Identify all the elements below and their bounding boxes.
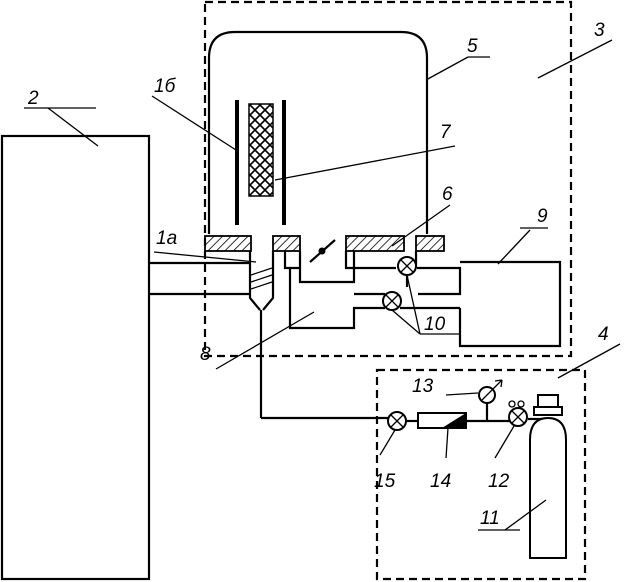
label-5: 5 (467, 36, 478, 57)
vessel-9 (458, 260, 562, 348)
leader-3 (537, 39, 613, 79)
leader-1a (153, 251, 257, 263)
valve-10-upper (397, 256, 417, 276)
port-8 (283, 251, 302, 270)
flange-6 (345, 235, 405, 252)
leader-8 (215, 311, 315, 370)
label-9: 9 (537, 206, 548, 227)
cylinder-valve (537, 394, 559, 408)
flange-right (415, 235, 445, 252)
label-1a: 1а (156, 228, 177, 249)
flange-mid (272, 235, 301, 252)
leader-11 (504, 499, 547, 531)
chamber-8-upper (298, 251, 356, 284)
coil-2 (250, 274, 273, 283)
leader-6 (391, 204, 451, 247)
coil-3 (250, 281, 273, 290)
shutter-pivot (318, 247, 326, 255)
label-6: 6 (442, 184, 453, 205)
gauge-13 (478, 379, 503, 404)
label-4: 4 (598, 324, 609, 345)
leader-10-b (391, 309, 421, 335)
valve-15 (387, 411, 407, 431)
label-10: 10 (424, 314, 446, 335)
cylinder-cap (533, 406, 563, 416)
leader-1b (151, 95, 237, 151)
leader-12 (494, 425, 515, 459)
block-2 (0, 134, 151, 581)
valve-10-lower (382, 291, 402, 311)
cylinder-11 (529, 416, 567, 559)
leader-7 (274, 145, 456, 181)
leader-15 (379, 429, 396, 456)
unit-3-boundary (203, 0, 573, 358)
label-14: 14 (430, 471, 451, 492)
label-15: 15 (374, 471, 396, 492)
sample-7 (248, 103, 274, 197)
label-3: 3 (594, 20, 605, 41)
flange-left (204, 235, 252, 252)
label-8: 8 (200, 344, 211, 365)
pipe-upper-left (344, 251, 396, 270)
leader-2-diag (47, 107, 99, 147)
label-12: 12 (488, 471, 510, 492)
leader-4 (557, 343, 621, 379)
label-7: 7 (440, 122, 452, 143)
chamber-8-lower (288, 268, 385, 330)
leader-5 (425, 56, 469, 81)
leader-10-a (406, 274, 421, 335)
coil-1 (250, 267, 273, 276)
tube-left (248, 251, 261, 311)
leader-9 (497, 229, 531, 265)
label-13: 13 (412, 376, 434, 397)
label-1b: 1б (154, 76, 177, 97)
leader-13 (445, 392, 479, 396)
unit-4-boundary (375, 368, 587, 581)
element-14-fill (442, 413, 466, 428)
leader-14 (445, 427, 449, 459)
pipe-to-9-top (417, 266, 462, 296)
valve-12 (508, 400, 528, 427)
tube-right (262, 251, 275, 311)
label-11: 11 (480, 508, 500, 529)
label-2: 2 (27, 88, 39, 109)
vessel-5 (207, 30, 429, 234)
